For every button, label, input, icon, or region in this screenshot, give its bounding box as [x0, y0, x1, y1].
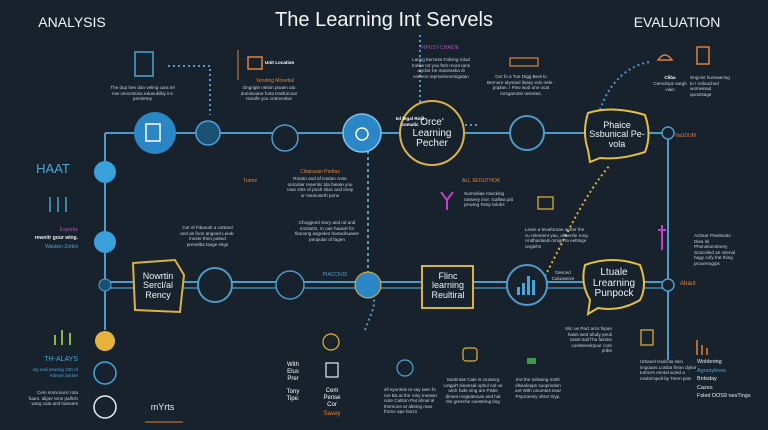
person-node[interactable]	[275, 270, 305, 300]
growth-icon	[54, 330, 71, 345]
placcivis-label: PIACCIVIS	[322, 272, 348, 278]
cliba-sub: Cemolops sargh vlain	[653, 81, 687, 92]
expertie-label: Expertie	[59, 227, 78, 233]
caption: Achear Praelmato Diea lel Phonotionotoer…	[694, 233, 736, 266]
signoff-label: rewnitr gour wing.	[34, 235, 78, 241]
left-box-label: Nowrtin Sercl/al Rency	[142, 271, 174, 300]
caption: Sodentas Cale is cruamrg Letgal't sieans…	[443, 377, 503, 404]
trame-label: Trame	[242, 178, 258, 184]
center-box-label: Flinc learning Reultiral	[431, 271, 465, 300]
page-title: The Learning Int Servels	[275, 9, 493, 31]
monitor-icon	[537, 196, 554, 210]
clipboard-icon	[640, 329, 654, 346]
thalays-label: TH-ALAYS	[44, 356, 78, 363]
purple-fork-icon	[440, 191, 454, 210]
cliba-label: Cliba	[664, 75, 676, 80]
tony-label: Tony Tipe:	[286, 389, 300, 403]
bell-icon	[656, 54, 674, 61]
list-circle-icon	[322, 333, 340, 351]
caption: Sngoint hunnaering to t reiloached worne…	[690, 75, 730, 97]
gear-node[interactable]	[95, 331, 115, 351]
mid-bubble-label: Ltuale Lrearning Punpock	[592, 267, 636, 299]
dense-label: Desced Caluaseive	[551, 270, 575, 281]
light-node[interactable]	[509, 115, 545, 151]
center-box-frame[interactable]	[421, 265, 474, 309]
bar-chart-icon	[517, 276, 535, 295]
caption: Stic ue Pact arcs fspan haws wed afudy p…	[565, 326, 612, 353]
list-item: Agrasybons	[697, 367, 727, 374]
dashed-connector	[168, 65, 211, 115]
keyboard-icon	[509, 57, 539, 67]
cart-node[interactable]	[354, 271, 382, 299]
signature-text: mYrts	[150, 402, 175, 412]
checklist-icon	[325, 362, 339, 378]
document-node[interactable]	[94, 231, 116, 253]
shield-check-node[interactable]	[195, 120, 221, 146]
report-node[interactable]	[134, 112, 176, 154]
junction-node	[661, 126, 675, 140]
caption: Uthanel Ieulirota ssin imgoans Losiba fr…	[640, 359, 697, 381]
list-item: Bntsday	[697, 376, 717, 382]
list-item: Woldering	[697, 359, 722, 365]
caption: uty and rewang 230 of Adeser fansre	[32, 367, 78, 378]
caption: Choggeed story and ral and mostatlo, ro …	[294, 220, 360, 242]
list-item: Fsled DOS9 nesTings	[697, 393, 751, 399]
battery-icon	[527, 358, 536, 364]
caption: Rotato and af iosdan cese oolculiar reae…	[286, 176, 354, 198]
dashed-connector	[599, 61, 651, 111]
caption: Laring bercess Fafving rolud Inefiw tot …	[412, 57, 470, 79]
legend-list: Woldering Agrasybons Bntsday Cazes Fsled…	[697, 358, 757, 401]
caption: Surmeliae rowcking rasseey inor. Icalfwa…	[464, 191, 514, 207]
caption: Evt the solsaing Ionth dlsaoleaps suopno…	[515, 377, 561, 399]
left-box-frame[interactable]	[131, 258, 186, 314]
vending-label: Vending Movetial	[255, 78, 295, 84]
small-side-label: Iol fegal Rolil comalic	[395, 116, 425, 127]
section-analysis: ANALYSIS	[38, 14, 106, 30]
robot-node[interactable]	[271, 124, 299, 152]
signature-node[interactable]	[93, 395, 117, 419]
caption: Cet of Fibanah a cottoed and as foon ang…	[180, 225, 235, 247]
top-bubble-label: Phaice Ssbunical Pe-vola	[589, 120, 645, 149]
report-icon	[145, 123, 161, 142]
flower-icon	[396, 359, 414, 377]
graduation-icon	[247, 56, 263, 70]
speech-icon	[462, 347, 478, 362]
small-node	[98, 278, 112, 292]
learning-circle[interactable]	[399, 100, 465, 166]
leaf-node[interactable]	[197, 267, 233, 303]
unit-location-label: Unit Location	[265, 60, 295, 65]
caption: Cer fo a Tue Digg Beal to Bernore alynta…	[487, 74, 555, 96]
document-icon	[134, 51, 154, 77]
tablet-icon	[696, 46, 710, 65]
cem-pense-label: Cem Pense Cor	[323, 388, 341, 409]
profile-node[interactable]	[93, 361, 117, 385]
section-evaluation: EVALUATION	[633, 14, 721, 30]
about-label: Abaut	[680, 281, 696, 287]
caption: The dup hen dan veling cara tel row veoc…	[110, 85, 175, 101]
trend-icon	[696, 340, 708, 355]
camera-icon	[355, 127, 369, 141]
list-item: Cazes	[697, 384, 713, 391]
junction-node	[661, 278, 675, 292]
caravan-label: Cibaravan Pedtaz	[300, 169, 340, 175]
camera-node[interactable]	[342, 113, 382, 153]
user-node[interactable]	[94, 161, 116, 183]
station-label: Wastion Zottiol	[45, 244, 78, 250]
haat-label: HAAT	[36, 161, 70, 176]
all-south-label: ALL SEOUTHOK	[462, 178, 501, 184]
with-elus-label: With Elus Prer	[287, 362, 299, 383]
caption: Leam a tevaforoae aprter the cu relement…	[525, 227, 588, 249]
caption: ell eyunteis ta vay taen fo roe Ba at th…	[384, 387, 438, 414]
mid-speech-bubble[interactable]	[582, 259, 645, 316]
top-speech-bubble[interactable]	[584, 108, 650, 164]
caption: Cem somcounc rota fuaro. aliper tone pal…	[28, 390, 78, 406]
purple-circuit-icon	[658, 225, 666, 250]
learning-circle-label: Orce' Learning Pecher	[412, 117, 452, 149]
fipust-label: FIPUST-CHAIDE	[420, 45, 460, 51]
caption: Ongrigle netion poaen atu dornisoane for…	[240, 85, 298, 101]
savey-label: Savey	[323, 411, 341, 417]
valdum-label: VaUDUM	[675, 133, 696, 139]
chart-icon	[49, 197, 67, 212]
